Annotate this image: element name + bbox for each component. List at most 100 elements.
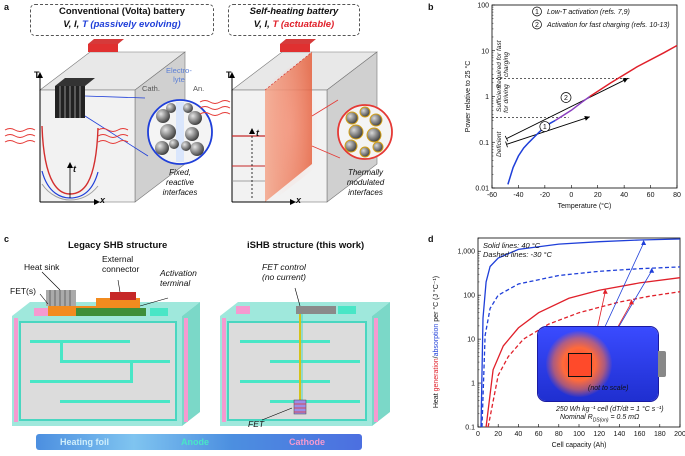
panel-c-legend: Heating foil Anode Cathode: [36, 434, 362, 450]
x-tick-label: 120: [593, 431, 605, 438]
legacy-shb-title: Legacy SHB structure: [68, 240, 168, 251]
legend-heating-foil: Heating foil: [60, 437, 109, 447]
panel-letter-c: c: [4, 234, 10, 244]
legend-text-1: Low-T activation (refs. 7,9): [547, 9, 630, 16]
fets-label: FET(s): [10, 286, 36, 296]
x-tick-label: 200: [674, 431, 685, 438]
heat-sink-label: Heat sink: [24, 262, 60, 272]
chart-b-frame: [491, 4, 678, 189]
self-heating-title: Self-heating battery: [249, 6, 339, 17]
legend-text-2: Activation for fast charging (refs. 10-1…: [546, 22, 670, 29]
y-tick-label: 1,000: [457, 249, 475, 256]
region-label: for driving: [503, 84, 510, 113]
legend-circle-2: [532, 19, 542, 30]
conventional-battery-title: Conventional (Volta) battery: [59, 6, 185, 17]
cell-note-energy: 250 Wh kg⁻¹ cell (dT/dt = 1 °C s⁻¹): [556, 406, 664, 413]
panel-letter-b: b: [428, 2, 434, 12]
note-dashed-lines: Dashed lines: -30 °C: [483, 250, 552, 259]
y-tick-label: 100: [463, 293, 475, 300]
inset-arrow-head: [602, 288, 608, 294]
series-line-4: [487, 291, 681, 428]
x-tick-label: 140: [614, 431, 626, 438]
axis-t-right: t: [256, 128, 259, 138]
inset-cell-graphic: (not to scale): [538, 327, 666, 401]
x-tick-label: 180: [654, 431, 666, 438]
x-tick-label: 60: [647, 192, 655, 199]
self-heating-temp-label: T (actuatable): [272, 19, 335, 30]
y-tick-label: 0.1: [465, 425, 475, 432]
axis-x-left: x: [100, 195, 106, 205]
series-line-1: [480, 238, 681, 428]
cell-note-rds: Nominal RDS(on) = 0.5 mΩ: [560, 414, 640, 424]
series-line-2: [481, 266, 681, 428]
ishb-title: iSHB structure (this work): [247, 240, 365, 251]
region-label: Required for fast: [496, 39, 503, 88]
note-solid-lines: Solid lines: 40 °C: [483, 241, 541, 250]
ishb-cell: [220, 302, 390, 426]
y-tick-label: 100: [477, 3, 489, 10]
series-line-2: [554, 95, 591, 122]
cathode-label: Cath.: [142, 84, 160, 93]
conventional-battery-header: Conventional (Volta) battery V, I, T (pa…: [30, 4, 214, 36]
arrow-head: [584, 115, 590, 121]
self-heating-cell: [199, 39, 393, 206]
x-axis-label: Cell capacity (Ah): [552, 442, 607, 449]
x-tick-label: 20: [594, 192, 602, 199]
x-tick-label: 60: [535, 431, 543, 438]
series-line-3: [485, 277, 681, 428]
arrow-head: [622, 78, 629, 83]
x-tick-label: 0: [476, 431, 480, 438]
y-tick-label: 0.1: [479, 140, 489, 147]
x-tick-label: -40: [513, 192, 523, 199]
axis-T-left: T: [34, 70, 40, 80]
axis-t-left: t: [73, 164, 76, 174]
fet-label: FET: [248, 419, 265, 429]
panel-d-ylabel: Heat generation/absorption per °C (J °C⁻…: [433, 275, 440, 409]
inset-arrow-head: [649, 267, 655, 273]
electrolyte-label: Electro- lyte: [166, 66, 192, 84]
x-tick-label: 80: [673, 192, 681, 199]
y-tick-label: 10: [467, 337, 475, 344]
y-tick-label: 10: [481, 48, 489, 55]
x-tick-label: 20: [494, 431, 502, 438]
legend-num-1: 1: [535, 9, 539, 16]
legacy-cell: [12, 290, 200, 426]
legend-circle-1: [532, 6, 542, 17]
x-tick-label: 40: [620, 192, 628, 199]
fet-control-label: FET control (no current): [262, 262, 306, 282]
region-label: Sufficient: [496, 84, 503, 112]
legend-cathode: Cathode: [289, 437, 325, 447]
y-tick-label: 0.01: [475, 186, 489, 193]
y-axis-label: Power relative to 25 °C: [464, 61, 472, 133]
marker-circle-2: [560, 92, 572, 103]
self-heating-vars: V, I,: [253, 19, 273, 30]
panel-a-illustration: [4, 39, 393, 206]
axis-T-right: T: [226, 70, 232, 80]
x-tick-label: 0: [569, 192, 573, 199]
x-tick-label: 40: [515, 431, 523, 438]
marker-label-2: 2: [564, 95, 568, 102]
x-tick-label: -60: [487, 192, 497, 199]
region-label: charging: [503, 52, 510, 77]
panel-letter-d: d: [428, 234, 434, 244]
conventional-vars: V, I,: [63, 19, 82, 30]
conventional-cell: [4, 39, 213, 205]
legend-num-2: 2: [535, 22, 539, 29]
y-tick-label: 1: [485, 94, 489, 101]
series-line-3: [589, 44, 678, 98]
legend-anode: Anode: [181, 437, 209, 447]
x-tick-label: 100: [573, 431, 585, 438]
region-label: Deficient: [496, 131, 503, 157]
panel-letter-a: a: [4, 2, 10, 12]
panel-c-illustration: [12, 271, 390, 426]
marker-label-1: 1: [543, 124, 547, 131]
self-heating-battery-header: Self-heating battery V, I, T (actuatable…: [228, 4, 360, 36]
conventional-temp-label: T (passively evolving): [81, 19, 181, 30]
external-connector-label: External connector: [102, 254, 140, 274]
marker-circle-1: [539, 121, 551, 132]
x-axis-label: Temperature (°C): [558, 202, 612, 210]
arrow-tail: [504, 135, 509, 142]
